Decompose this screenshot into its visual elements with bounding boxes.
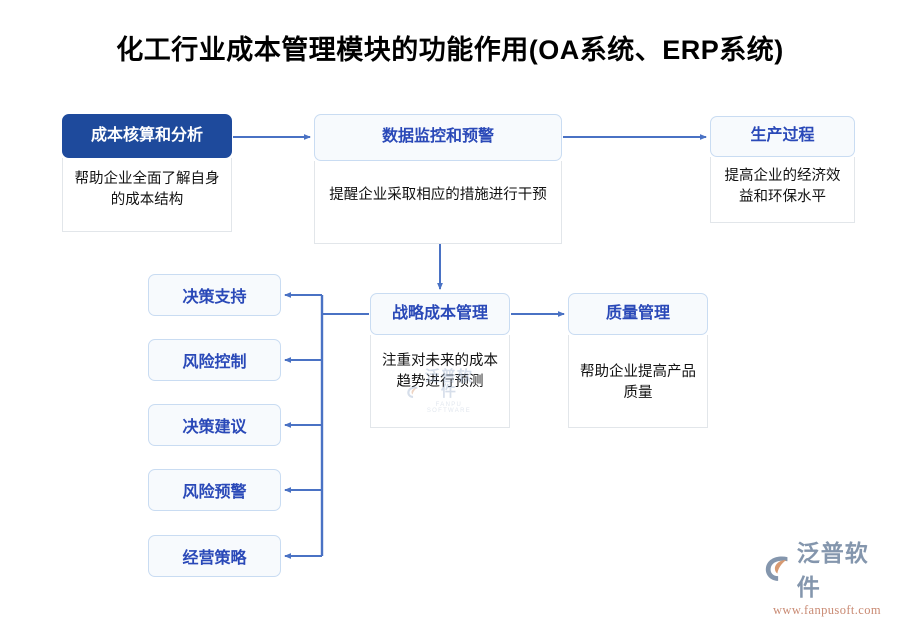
brand-logo-icon [765,556,788,581]
node-quality[interactable]: 质量管理 帮助企业提高产品质量 [568,293,708,428]
node-data-monitor-body: 提醒企业采取相应的措施进行干预 [314,161,562,244]
node-cost-accounting-body: 帮助企业全面了解自身的成本结构 [62,158,232,232]
node-production-body: 提高企业的经济效益和环保水平 [710,157,855,223]
node-risk-control-label: 风险控制 [182,354,247,371]
node-production[interactable]: 生产过程 提高企业的经济效益和环保水平 [710,116,855,223]
node-strategic-cost-body: 注重对未来的成本趋势进行预测 泛普软件 FANPU SOFTWARE [370,335,510,428]
watermark-en-text: FANPU SOFTWARE [426,402,472,414]
node-strategic-cost[interactable]: 战略成本管理 注重对未来的成本趋势进行预测 泛普软件 FANPU SOFTWAR… [370,293,510,428]
node-decision-support-label: 决策支持 [182,289,247,306]
brand-logo: 泛普软件 www.fanpusoft.com [762,534,892,618]
node-decision-advice-label: 决策建议 [182,419,247,436]
node-risk-warning-label: 风险预警 [182,484,247,501]
node-cost-accounting-title: 成本核算和分析 [62,114,232,158]
node-quality-title: 质量管理 [568,293,708,335]
node-production-title: 生产过程 [710,116,855,157]
node-strategic-cost-title: 战略成本管理 [370,293,510,335]
node-data-monitor[interactable]: 数据监控和预警 提醒企业采取相应的措施进行干预 [314,114,562,244]
node-decision-support[interactable]: 决策支持 [148,274,281,316]
node-business-strategy-label: 经营策略 [182,550,247,567]
diagram-canvas: 化工行业成本管理模块的功能作用(OA系统、ERP系统) [62,35,881,617]
brand-logo-row: 泛普软件 [762,534,892,602]
node-business-strategy[interactable]: 经营策略 [148,535,281,577]
node-data-monitor-title: 数据监控和预警 [314,114,562,161]
node-risk-warning[interactable]: 风险预警 [148,469,281,511]
watermark-logo-icon [407,386,418,398]
node-decision-advice[interactable]: 决策建议 [148,404,281,446]
watermark-fanpu: 泛普软件 FANPU SOFTWARE [406,369,475,414]
node-cost-accounting[interactable]: 成本核算和分析 帮助企业全面了解自身的成本结构 [62,114,232,232]
brand-logo-url-text: www.fanpusoft.com [772,603,882,617]
node-quality-body: 帮助企业提高产品质量 [568,335,708,428]
node-strategic-cost-body-text: 注重对未来的成本趋势进行预测 [382,353,498,391]
brand-logo-cn-text: 泛普软件 [796,540,869,600]
page-title: 化工行业成本管理模块的功能作用(OA系统、ERP系统) [116,35,784,65]
node-risk-control[interactable]: 风险控制 [148,339,281,381]
watermark-cn-text: 泛普软件 [424,368,473,400]
